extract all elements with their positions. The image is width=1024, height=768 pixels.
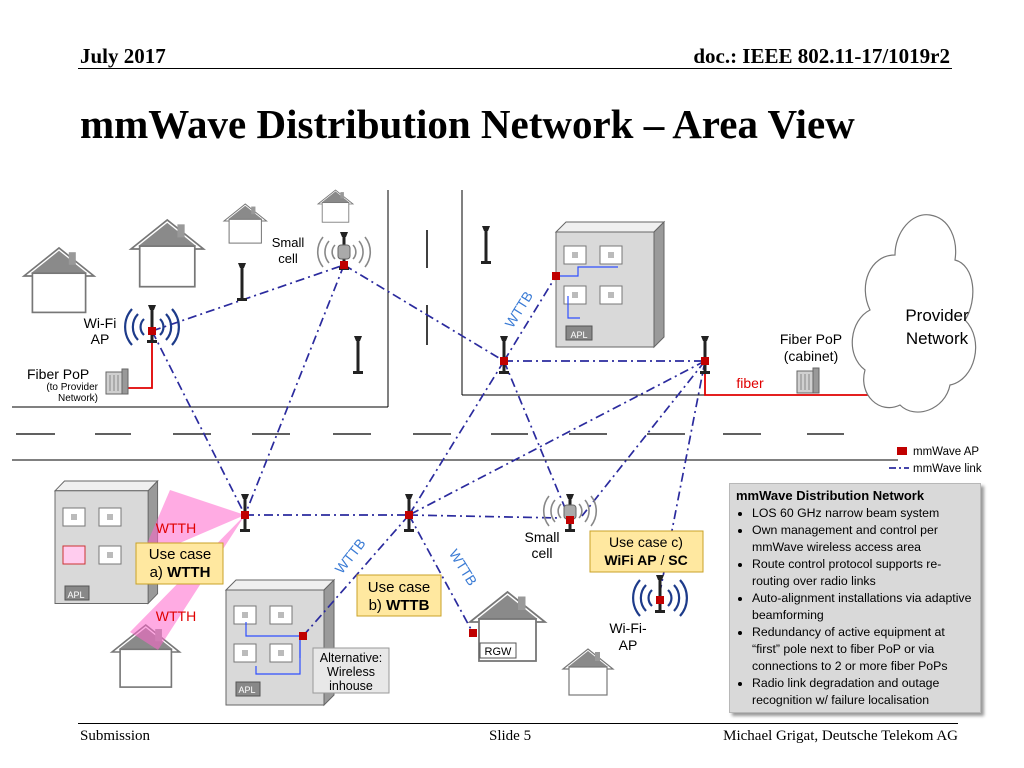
header-divider: [78, 68, 952, 69]
info-box-list: LOS 60 GHz narrow beam system Own manage…: [736, 505, 974, 709]
info-box-title: mmWave Distribution Network: [736, 488, 925, 503]
alternative-line2: Wireless: [327, 665, 375, 679]
label-fiber-pop-cabinet-2: (cabinet): [784, 348, 838, 364]
mmwave-ap-markers: [148, 261, 709, 640]
label-rgw: RGW: [485, 646, 513, 658]
label-wtth: WTTH: [156, 608, 196, 624]
label-provider-network: Provider: [905, 306, 969, 325]
header-date: July 2017: [80, 44, 166, 68]
use-case-b-box: Use case b) WTTB: [356, 574, 442, 617]
legend: mmWave AP mmWave link: [889, 446, 982, 475]
info-bullet: Route control protocol supports re-routi…: [752, 556, 974, 590]
label-provider-network-2: Network: [906, 329, 969, 348]
house-icon: [317, 189, 354, 223]
label-small-cell-top: Small: [272, 235, 305, 250]
alternative-line3: inhouse: [329, 679, 373, 693]
label-wifi-ap-left-2: AP: [91, 331, 110, 347]
use-case-b-line2: b) WTTB: [369, 597, 430, 614]
house-icon: [130, 219, 205, 288]
fiber-lines: [128, 337, 898, 396]
footer-slide-number: Slide 5: [489, 728, 532, 744]
building-bottom: [225, 579, 335, 706]
fiber-pop-cabinet-icon: [105, 368, 129, 395]
use-case-a-bold: WTTH: [167, 564, 210, 581]
house-icon: [562, 648, 614, 696]
label-wttb-right: WTTB: [446, 546, 481, 588]
use-case-b-bold: WTTB: [386, 597, 429, 614]
footer-divider: [78, 723, 958, 724]
label-apl: APL: [570, 330, 587, 340]
info-bullet: LOS 60 GHz narrow beam system: [752, 505, 974, 522]
small-cell-device-icon: [337, 244, 351, 260]
street-layout: [12, 190, 898, 461]
label-wtth: WTTH: [156, 520, 196, 536]
use-case-b-line1: Use case: [368, 579, 431, 596]
use-case-c-box: Use case c) WiFi AP / SC: [589, 530, 704, 573]
header-doc-id: doc.: IEEE 802.11-17/1019r2: [693, 44, 950, 68]
label-wifi-ap-bottom: Wi-Fi-: [609, 620, 647, 636]
label-wifi-ap-left: Wi-Fi: [84, 315, 117, 331]
page-title: mmWave Distribution Network – Area View: [80, 101, 855, 147]
use-case-c-line1: Use case c): [609, 534, 683, 550]
label-apl: APL: [238, 685, 255, 695]
use-case-c-bold-2: SC: [668, 552, 687, 568]
use-case-a-line2: a) WTTH: [150, 564, 211, 581]
mmwave-links: [151, 264, 706, 637]
use-case-c-line2: WiFi AP / SC: [604, 552, 687, 568]
provider-network-cloud: [851, 214, 977, 413]
rgw-box: [479, 642, 517, 659]
label-wifi-ap-bottom-2: AP: [619, 637, 638, 653]
footer-author: Michael Grigat, Deutsche Telekom AG: [723, 728, 958, 744]
use-case-c-sep: /: [657, 552, 669, 568]
alternative-line1: Alternative:: [320, 651, 383, 665]
label-small-cell-top-2: cell: [278, 251, 298, 266]
info-bullet: Redundancy of active equipment at “first…: [752, 624, 974, 675]
label-wttb-left: WTTB: [332, 535, 369, 576]
label-small-cell-bottom: Small: [524, 529, 559, 545]
use-case-b-prefix: b): [369, 597, 387, 614]
label-wttb-top: WTTB: [501, 288, 536, 330]
building-left: [54, 480, 159, 604]
info-bullet: Own management and control per mmWave wi…: [752, 522, 974, 556]
use-case-c-bold-1: WiFi AP: [604, 552, 656, 568]
label-small-cell-bottom-2: cell: [531, 545, 552, 561]
label-apl: APL: [67, 590, 84, 600]
info-bullet: Auto-alignment installations via adaptiv…: [752, 590, 974, 624]
label-fiber-pop-left: Fiber PoP: [27, 366, 89, 382]
house-icon: [223, 203, 268, 244]
info-bullet: Radio link degradation and outage recogn…: [752, 675, 974, 709]
label-fiber-pop-left-sub-2: Network): [58, 393, 98, 404]
use-case-a-prefix: a): [150, 564, 168, 581]
info-box: mmWave Distribution Network LOS 60 GHz n…: [729, 483, 981, 713]
use-case-a-line1: Use case: [149, 546, 212, 563]
fiber-pop-cabinet-icon: [796, 367, 820, 394]
house-icon: [23, 247, 95, 314]
label-fiber: fiber: [736, 375, 764, 391]
legend-ap-label: mmWave AP: [913, 446, 979, 458]
alternative-box: Alternative: Wireless inhouse: [312, 647, 390, 694]
label-fiber-pop-left-sub: (to Provider: [46, 382, 98, 393]
label-fiber-pop-cabinet: Fiber PoP: [780, 331, 842, 347]
legend-ap-swatch: [897, 447, 907, 455]
building-top-right: [555, 221, 665, 348]
legend-link-label: mmWave link: [913, 463, 982, 475]
use-case-a-box: Use case a) WTTH: [135, 542, 224, 585]
footer-submission: Submission: [80, 728, 151, 744]
